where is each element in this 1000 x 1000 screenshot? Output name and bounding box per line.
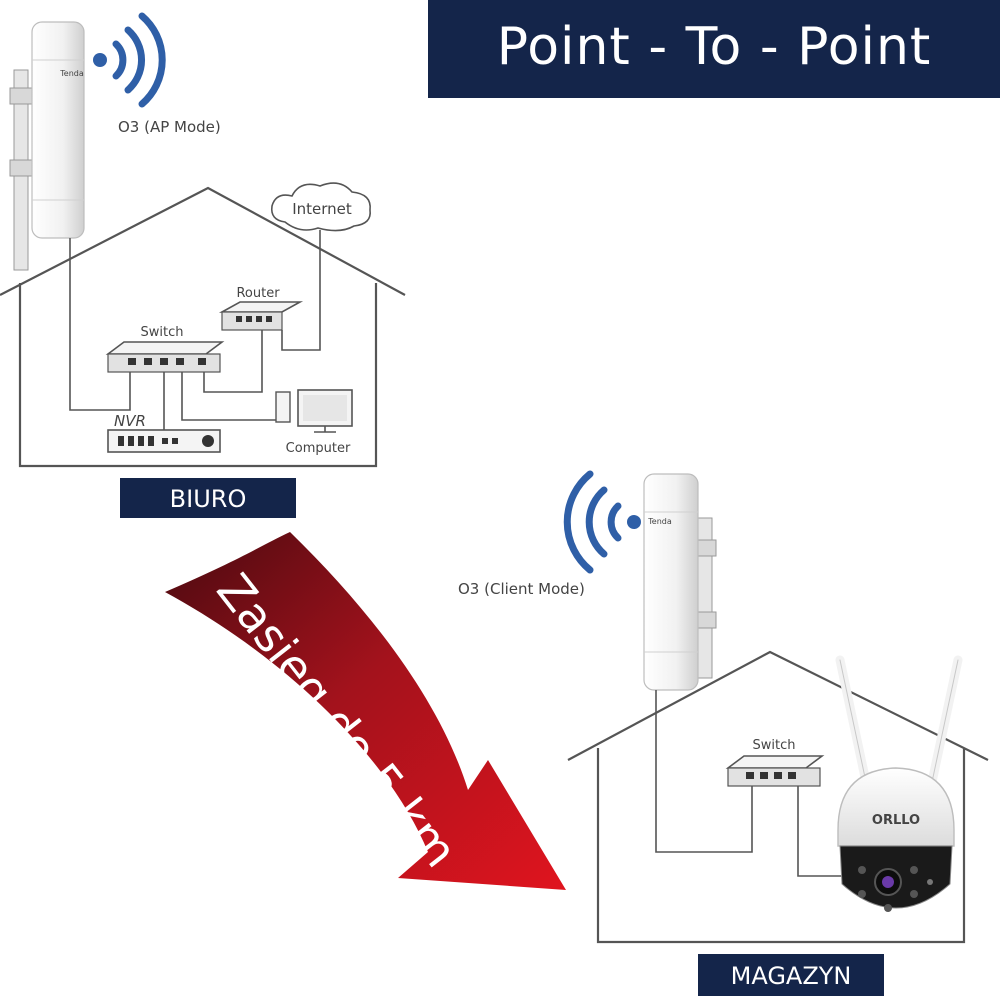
switch-icon: Switch — [105, 325, 225, 373]
office-scene: Tenda O3 (AP Mode) Internet Router — [0, 12, 406, 518]
warehouse-switch-label: Switch — [753, 738, 796, 753]
warehouse-ap-brand: Tenda — [647, 517, 672, 526]
router-icon: Router — [218, 286, 304, 331]
warehouse-wires — [655, 690, 860, 877]
warehouse-house-outline — [567, 650, 989, 944]
range-arrow-shape — [165, 532, 566, 890]
internet-label: Internet — [292, 200, 352, 218]
office-switch-label: Switch — [141, 325, 184, 340]
title-banner: Point - To - Point — [428, 0, 1000, 98]
ip-camera-icon: ORLLO — [835, 655, 963, 912]
computer-icon: Computer — [275, 389, 353, 456]
router-label: Router — [236, 286, 280, 301]
office-location-label: BIURO — [170, 485, 247, 513]
office-location-box — [120, 478, 296, 518]
switch-icon: Switch — [725, 738, 825, 787]
warehouse-location-box — [698, 954, 884, 996]
wifi-signal-icon — [563, 470, 641, 574]
antenna-icon: Tenda — [643, 473, 699, 691]
computer-label: Computer — [286, 441, 351, 456]
warehouse-client-label: O3 (Client Mode) — [458, 580, 585, 598]
camera-brand: ORLLO — [872, 813, 920, 828]
nvr-label: NVR — [114, 412, 146, 430]
nvr-icon: NVR — [107, 412, 221, 453]
cloud-icon: Internet — [270, 182, 371, 232]
warehouse-location-label: MAGAZYN — [731, 962, 852, 990]
office-ap-brand: Tenda — [59, 69, 84, 78]
office-wires — [69, 230, 321, 430]
wifi-signal-icon — [93, 12, 166, 108]
office-ap-label: O3 (AP Mode) — [118, 118, 221, 136]
title-text: Point - To - Point — [497, 17, 932, 77]
antenna-icon: Tenda — [31, 21, 85, 239]
title-banner-background — [428, 0, 1000, 98]
warehouse-scene: O3 (Client Mode) Tenda Switch — [458, 470, 989, 996]
